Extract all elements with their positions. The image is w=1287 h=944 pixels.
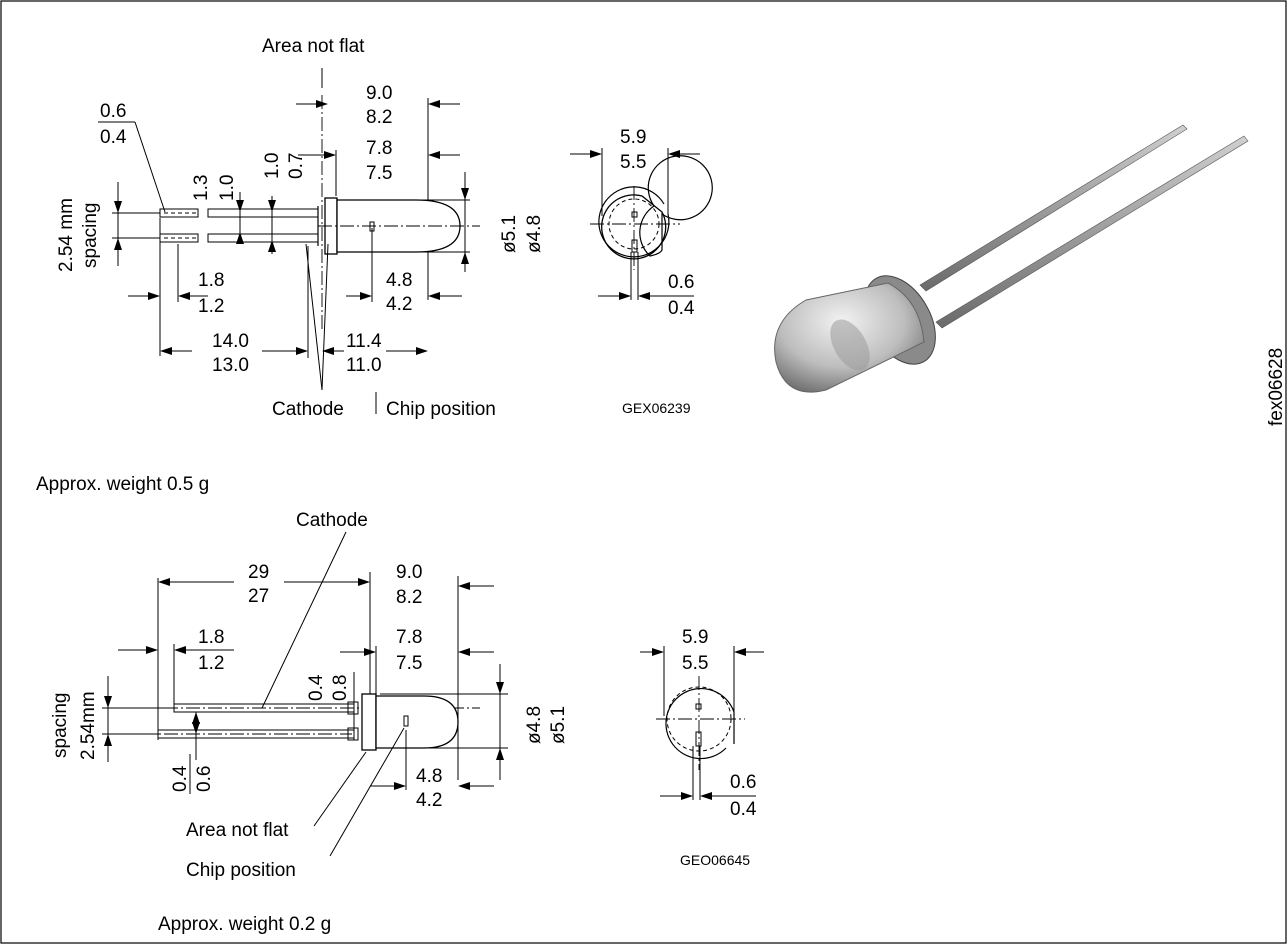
bottom-dim-chip-lower: 4.2 <box>416 790 442 811</box>
bottom-dim-total-upper: 29 <box>248 562 269 583</box>
top-spacing-upper: 2.54 mm <box>56 198 77 272</box>
top-cathode-label: Cathode <box>272 399 344 420</box>
top-dim-total-upper: 14.0 <box>212 331 249 352</box>
top-dim-leadw-lower: 1.0 <box>217 175 238 201</box>
top-dim-body-upper: 7.8 <box>366 138 392 159</box>
bottom-spacing-upper: spacing <box>50 693 71 759</box>
top-dim-body-lower: 7.5 <box>366 163 392 184</box>
top-dim-chip-upper: 4.8 <box>386 270 412 291</box>
bottom-dim-thick-lower: 0.6 <box>194 766 215 792</box>
bottom-front-lead-upper: 0.6 <box>730 772 756 793</box>
top-dim-seat-upper: 11.4 <box>346 331 382 352</box>
bottom-dim-thick-upper: 0.4 <box>170 765 191 792</box>
bottom-dim-length-upper: 9.0 <box>396 562 422 583</box>
bottom-dim-body-upper: 7.8 <box>396 627 422 648</box>
top-dim-chip-lower: 4.2 <box>386 294 412 315</box>
bottom-dim-flange-upper: 0.4 <box>306 674 327 701</box>
top-side-view: Area not flat 9.0 8.2 7.8 7.5 0.6 0.4 1.… <box>56 36 545 420</box>
bottom-drawing-code: GEO06645 <box>680 852 750 868</box>
top-area-not-flat-label: Area not flat <box>262 36 365 57</box>
top-dim-stub-lower: 1.2 <box>198 296 224 317</box>
top-drawing-code: GEX06239 <box>622 400 691 416</box>
bottom-dim-dia-upper: ø4.8 <box>524 706 545 744</box>
bottom-dim-stub-upper: 1.8 <box>198 627 224 648</box>
top-dim-stub-upper: 1.8 <box>198 270 224 291</box>
top-dim-length-upper: 9.0 <box>366 83 392 104</box>
bottom-dim-length-lower: 8.2 <box>396 587 422 608</box>
top-spacing-lower: spacing <box>80 203 101 269</box>
top-dim-leadw-upper: 1.3 <box>191 175 212 201</box>
top-chip-position-label: Chip position <box>386 399 496 420</box>
photo-code: fex06628 <box>1266 348 1287 426</box>
top-front-width-lower: 5.5 <box>620 152 646 173</box>
top-front-lead-lower: 0.4 <box>668 298 695 319</box>
bottom-chip-position-label: Chip position <box>186 860 296 881</box>
bottom-front-width-lower: 5.5 <box>682 653 708 674</box>
top-front-width-upper: 5.9 <box>620 127 646 148</box>
bottom-dim-body-lower: 7.5 <box>396 653 422 674</box>
bottom-cathode-label: Cathode <box>296 510 368 531</box>
bottom-spacing-lower: 2.54mm <box>78 691 99 760</box>
top-dim-thick-lower: 0.4 <box>100 127 127 148</box>
led-photo: fex06628 <box>774 124 1287 426</box>
top-dim-flange-lower: 0.7 <box>286 153 307 179</box>
bottom-front-width-upper: 5.9 <box>682 627 708 648</box>
bottom-dim-stub-lower: 1.2 <box>198 653 224 674</box>
top-front-view: 5.9 5.5 0.6 0.4 GEX06239 <box>570 127 713 416</box>
bottom-dim-flange-lower: 0.8 <box>330 675 351 701</box>
top-dim-seat-lower: 11.0 <box>346 355 382 376</box>
top-front-lead-upper: 0.6 <box>668 272 694 293</box>
bottom-dim-total-lower: 27 <box>248 586 269 607</box>
top-weight: Approx. weight 0.5 g <box>36 474 209 495</box>
top-dim-flange-upper: 1.0 <box>262 153 283 179</box>
top-dim-length-lower: 8.2 <box>366 107 392 128</box>
bottom-weight: Approx. weight 0.2 g <box>158 914 331 935</box>
bottom-side-view: Cathode 29 27 9.0 8.2 1.8 1.2 7.8 7.5 <box>50 510 569 881</box>
bottom-area-not-flat-label: Area not flat <box>186 820 289 841</box>
top-dim-total-lower: 13.0 <box>212 355 249 376</box>
bottom-dim-chip-upper: 4.8 <box>416 766 442 787</box>
bottom-front-view: 5.9 5.5 0.6 0.4 GEO06645 <box>640 627 764 868</box>
top-dim-dia-upper: ø5.1 <box>499 215 520 253</box>
bottom-front-lead-lower: 0.4 <box>730 799 757 820</box>
bottom-dim-dia-lower: ø5.1 <box>548 706 569 744</box>
top-dim-thick-upper: 0.6 <box>100 101 126 122</box>
top-dim-dia-lower: ø4.8 <box>524 215 545 253</box>
